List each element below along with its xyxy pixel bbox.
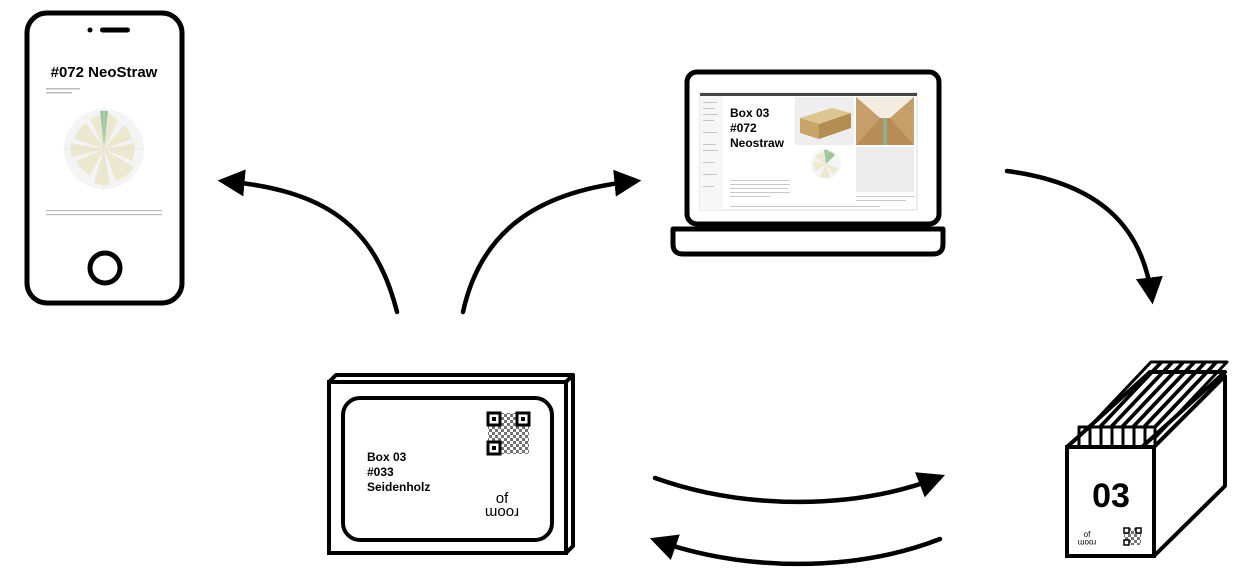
laptop-topbar [700, 93, 917, 96]
crate-logo-of: of [1084, 530, 1091, 539]
phone-camera-dot [88, 28, 93, 33]
laptop: Box 03 #072 Neostraw [673, 72, 943, 254]
phone-title: #072 NeoStraw [51, 64, 158, 81]
arrow-laptop-to-crate [1007, 171, 1152, 299]
laptop-base [673, 229, 943, 254]
laptop-heading-line2: #072 [730, 121, 757, 135]
sample-box: Box 03 #033 Seidenholz of room [329, 375, 573, 553]
arrow-box-to-crate [655, 477, 940, 502]
laptop-grey-panel [856, 147, 914, 192]
laptop-photo-straw [795, 97, 854, 145]
crate-number: 03 [1092, 477, 1130, 515]
crate-logo-room: room [1078, 538, 1097, 547]
sample-box-logo-room: room [485, 504, 519, 521]
laptop-heading-line1: Box 03 [730, 106, 770, 120]
arrow-box-to-laptop [463, 181, 636, 312]
arrow-box-to-phone [223, 181, 397, 312]
laptop-photo-interior [856, 97, 914, 145]
arrow-crate-to-box [655, 539, 940, 564]
phone-speaker [100, 28, 130, 33]
smartphone: #072 NeoStraw [27, 13, 182, 303]
laptop-heading-line3: Neostraw [730, 136, 785, 150]
laptop-radial-chart [811, 149, 841, 179]
sample-crate: 03 of room [1067, 362, 1227, 556]
sample-box-qr-code [488, 413, 529, 454]
laptop-sidebar [700, 96, 723, 210]
laptop-sidebar-lines [703, 102, 718, 187]
sample-box-line3: Seidenholz [367, 480, 430, 494]
sample-box-line2: #033 [367, 465, 394, 479]
sample-box-line1: Box 03 [367, 450, 407, 464]
crate-qr-code [1124, 528, 1141, 545]
